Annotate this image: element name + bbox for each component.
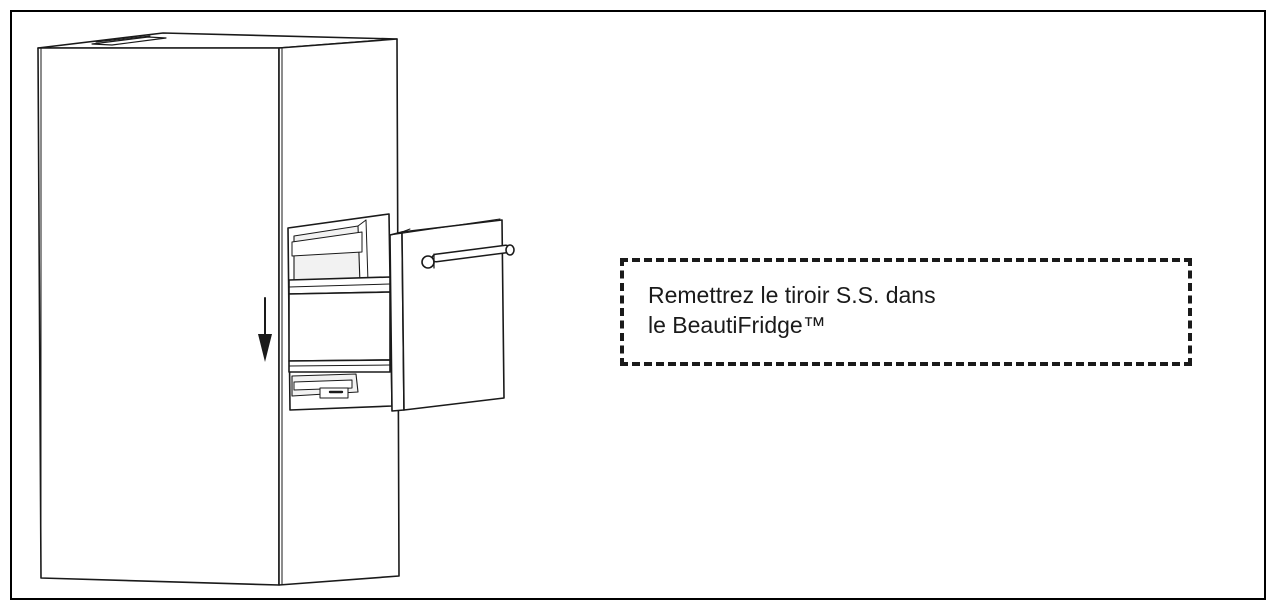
instruction-callout: Remettrez le tiroir S.S. dans le BeautiF… [620, 258, 1192, 366]
drawer-body [288, 291, 391, 362]
drawer-handle [421, 244, 515, 269]
down-arrow-icon [258, 297, 272, 362]
cabinet-top-vent [91, 36, 167, 46]
instruction-line-2: le BeautiFridge™ [648, 312, 826, 338]
cabinet-front-face [37, 47, 280, 586]
instruction-line-1: Remettrez le tiroir S.S. dans [648, 282, 936, 308]
